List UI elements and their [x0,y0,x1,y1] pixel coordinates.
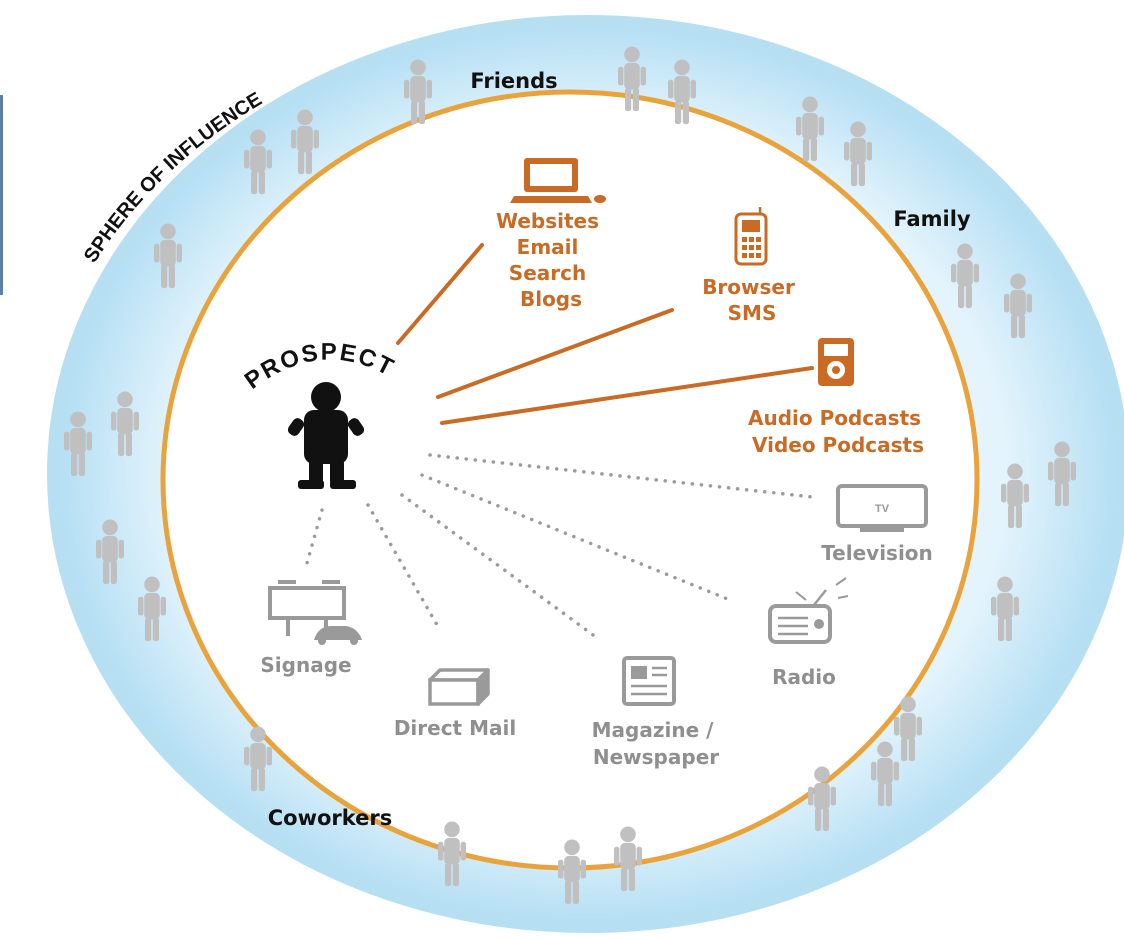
connection-line-direct-mail [366,503,442,632]
channel-label-email: Email [517,235,579,259]
channel-label-radio: Radio [772,665,836,689]
channel-label-direct-mail: Direct Mail [394,716,516,740]
channel-label-magazine: Magazine / [592,718,714,742]
television-icon: TV [836,484,928,532]
mobile-channel-labels: Browser SMS [702,275,802,325]
channel-label-blogs: Blogs [520,287,582,311]
magazine-channel-labels: Magazine / Newspaper [592,718,721,769]
channel-label-video-podcasts: Video Podcasts [752,433,924,457]
channel-label-newspaper: Newspaper [593,745,719,769]
tv-screen-text: TV [875,503,890,515]
podcast-channel-labels: Audio Podcasts Video Podcasts [748,406,928,457]
connection-line-television [428,453,814,499]
web-channel-labels: Websites Email Search Blogs [496,209,606,311]
newspaper-icon [622,656,676,706]
laptop-icon [510,158,606,203]
connection-line-mobile [436,308,674,399]
mail-box-icon [428,668,490,706]
channel-label-websites: Websites [496,209,599,233]
channel-label-television: Television [821,541,933,565]
connection-line-radio [420,473,732,602]
offline-connections [303,453,814,642]
channel-label-signage: Signage [260,653,351,677]
prospect-figure [287,382,365,489]
channel-label-browser: Browser [702,275,795,299]
connection-line-web [396,243,484,345]
mobile-phone-icon [734,207,768,266]
connection-line-podcast [440,366,814,425]
channel-label-audio-podcasts: Audio Podcasts [748,406,921,430]
group-label-family: Family [893,207,971,231]
channel-label-search: Search [509,261,586,285]
group-label-coworkers: Coworkers [268,806,393,830]
connection-line-signage [303,508,324,572]
billboard-icon [268,580,362,645]
radio-icon [768,577,849,644]
online-connections [396,243,814,425]
media-player-icon [818,338,854,386]
channel-label-sms: SMS [728,301,777,325]
group-label-friends: Friends [470,69,557,93]
left-edge-bar [0,95,3,295]
